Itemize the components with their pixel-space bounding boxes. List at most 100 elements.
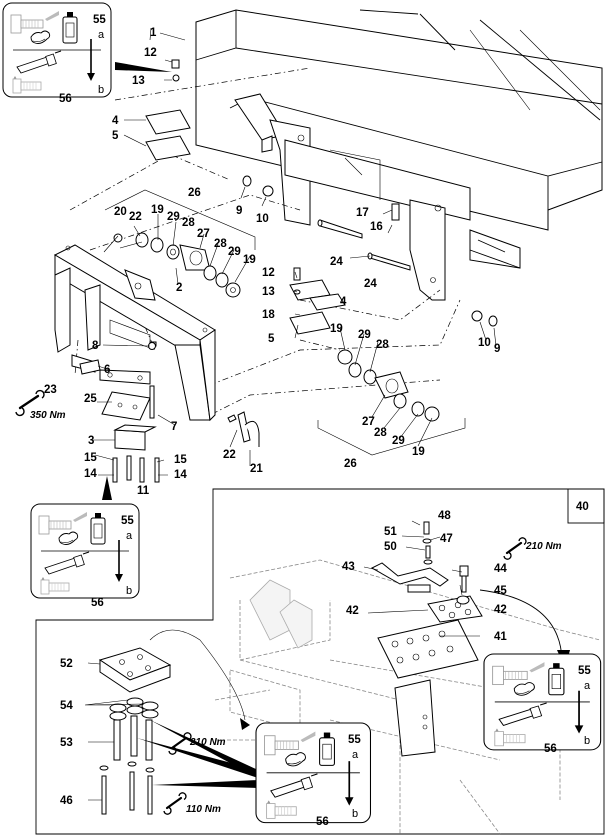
bearing-set-upper <box>104 189 256 298</box>
part-label-19: 19 <box>412 446 425 458</box>
part-label-22: 22 <box>129 211 142 223</box>
part-label-29: 29 <box>392 435 405 447</box>
callout-step-a: a <box>584 680 591 692</box>
part-label-23: 23 <box>44 384 57 396</box>
part-label-47: 47 <box>440 533 453 545</box>
wrench-icon <box>163 792 187 815</box>
part-label-15: 15 <box>174 454 187 466</box>
part-label-29: 29 <box>167 211 180 223</box>
part-label-28: 28 <box>182 217 195 229</box>
part-label-27: 27 <box>197 228 210 240</box>
part-label-19: 19 <box>151 204 164 216</box>
part-label-46: 46 <box>60 795 73 807</box>
wrench-icon <box>168 732 192 755</box>
part-label-28: 28 <box>374 427 387 439</box>
part-label-41: 41 <box>494 631 507 643</box>
part-label-4: 4 <box>340 296 347 308</box>
part-label-48: 48 <box>438 510 451 522</box>
part-label-13: 13 <box>132 75 145 87</box>
part-labels: 1 12 13 4 5 26 9 10 17 16 20 22 19 29 28… <box>44 27 589 807</box>
part-label-14: 14 <box>84 468 97 480</box>
part-label-21: 21 <box>250 463 263 475</box>
callout-code-bottom: 56 <box>91 597 104 609</box>
part-label-26: 26 <box>188 187 201 199</box>
bearing-set-lower <box>317 349 466 456</box>
part-label-13: 13 <box>262 286 275 298</box>
detail-inset-parts <box>98 629 250 815</box>
part-label-53: 53 <box>60 737 73 749</box>
part-label-19: 19 <box>330 323 343 335</box>
part-label-29: 29 <box>358 329 371 341</box>
lubrication-callout-1: 55 a b 56 <box>2 2 112 105</box>
detail-ghost-frame <box>214 559 601 835</box>
detail-frame-40 <box>35 488 605 835</box>
part-label-10: 10 <box>478 337 491 349</box>
callout-step-b: b <box>98 84 104 96</box>
torque-210-inset: 210 Nm <box>189 737 226 748</box>
leader-lines <box>84 27 497 801</box>
callout-code-bottom: 56 <box>544 743 557 755</box>
part-label-24: 24 <box>330 256 343 268</box>
hopper-drawing <box>195 9 603 301</box>
part-label-7: 7 <box>171 421 177 433</box>
callout-code-top: 55 <box>578 665 591 677</box>
part-label-42: 42 <box>494 604 507 616</box>
callout-code-top: 55 <box>93 14 106 26</box>
mounting-bracket <box>53 244 260 483</box>
part-label-9: 9 <box>236 205 242 217</box>
lubrication-callout-3: 55 a b 56 <box>483 653 602 755</box>
part-label-27: 27 <box>362 416 375 428</box>
torque-110: 110 Nm <box>186 804 221 815</box>
part-label-2: 2 <box>176 282 182 294</box>
wrench-icon <box>503 537 527 560</box>
callout-code-bottom: 56 <box>316 816 329 828</box>
part-label-26: 26 <box>344 458 357 470</box>
part-label-12: 12 <box>144 47 157 59</box>
part-label-45: 45 <box>494 585 507 597</box>
detail-parts <box>370 521 570 679</box>
callout-code-top: 55 <box>121 515 134 527</box>
part-label-3: 3 <box>88 435 94 447</box>
part-label-19: 19 <box>243 254 256 266</box>
callout-step-a: a <box>352 749 359 761</box>
callout-step-b: b <box>584 735 590 747</box>
part-label-1: 1 <box>150 27 157 39</box>
callout-code-top: 55 <box>348 734 361 746</box>
torque-210-detail: 210 Nm <box>525 541 562 552</box>
part-label-29: 29 <box>228 246 241 258</box>
callout-code-bottom: 56 <box>59 93 72 105</box>
part-label-25: 25 <box>84 393 97 405</box>
lubrication-callout-4: 55 a b 56 <box>255 722 372 828</box>
callout-step-b: b <box>352 808 358 820</box>
part-label-5: 5 <box>112 130 119 142</box>
part-label-24: 24 <box>364 278 377 290</box>
part-label-28: 28 <box>214 238 227 250</box>
part-label-8: 8 <box>92 340 99 352</box>
callout-step-a: a <box>98 29 105 41</box>
part-label-17: 17 <box>356 207 369 219</box>
part-label-16: 16 <box>370 221 383 233</box>
part-label-42: 42 <box>346 605 359 617</box>
part-label-44: 44 <box>494 563 507 575</box>
detail-number-40: 40 <box>576 501 589 513</box>
part-label-18: 18 <box>262 309 275 321</box>
part-label-22: 22 <box>223 449 236 461</box>
part-label-5: 5 <box>268 333 275 345</box>
part-label-54: 54 <box>60 700 73 712</box>
part-label-28: 28 <box>376 339 389 351</box>
part-label-10: 10 <box>256 213 269 225</box>
wrench-icon <box>15 389 45 417</box>
part-label-20: 20 <box>114 206 127 218</box>
part-label-43: 43 <box>342 561 355 573</box>
part-label-9: 9 <box>494 343 500 355</box>
part-label-6: 6 <box>104 364 110 376</box>
part-label-50: 50 <box>384 541 397 553</box>
part-label-14: 14 <box>174 469 187 481</box>
lubrication-callout-2: 55 a b 56 <box>30 503 140 609</box>
torque-350: 350 Nm <box>30 410 66 421</box>
part-label-51: 51 <box>384 526 397 538</box>
clamp-plates <box>145 59 346 335</box>
part-label-11: 11 <box>137 485 150 497</box>
washers <box>79 175 498 375</box>
